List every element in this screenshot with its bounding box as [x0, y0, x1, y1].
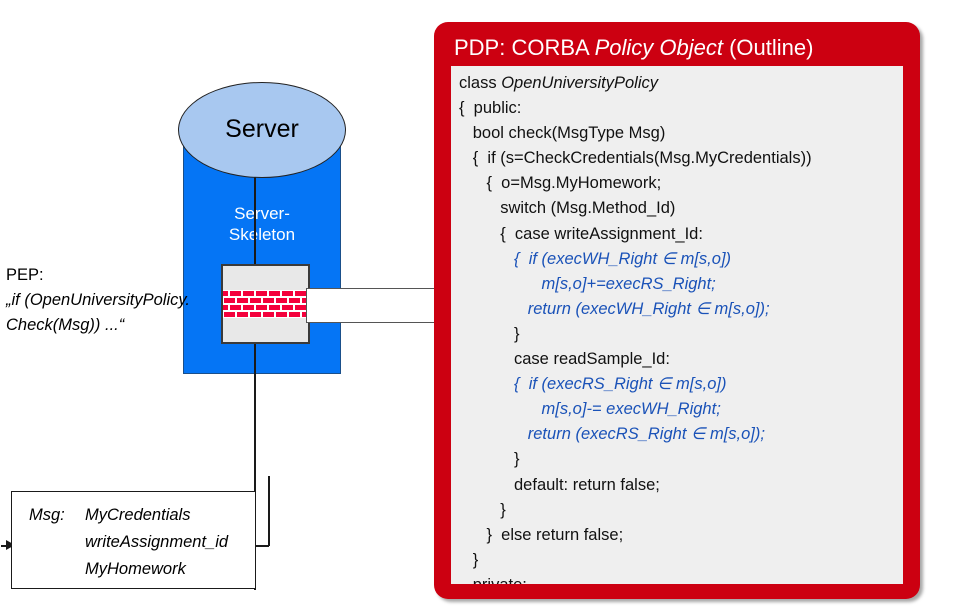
code-line: case readSample_Id:	[459, 350, 670, 369]
msg-value-2: MyHomework	[85, 560, 186, 578]
code-line: { case writeAssignment_Id:	[459, 224, 703, 243]
code-line: private:	[459, 573, 903, 584]
interceptor-box	[221, 264, 310, 344]
pdp-title-prefix: PDP: CORBA	[454, 35, 595, 60]
code-line: }	[459, 500, 506, 519]
msg-box: Msg: MyCredentials writeAssignment_id MyH…	[11, 491, 256, 589]
pep-code-line-1: „if (OpenUniversityPolicy.	[6, 291, 190, 309]
pdp-policy-panel: PDP: CORBA Policy Object (Outline) class…	[434, 22, 920, 599]
server-skeleton-label: Server- Skeleton	[228, 204, 296, 244]
pep-code-line-2: Check(Msg)) ...“	[6, 316, 125, 334]
pdp-title-emphasis: Policy Object	[594, 35, 723, 60]
code-line: default: return false;	[459, 475, 660, 494]
msg-incoming-arrowhead	[6, 540, 15, 550]
code-line: return (execWH_Right ∈ m[s,o]);	[459, 299, 770, 318]
msg-row: MyHomework	[29, 556, 255, 583]
code-line: { if (execRS_Right ∈ m[s,o])	[459, 375, 727, 394]
policy-code-listing: class OpenUniversityPolicy { public: bool…	[451, 66, 903, 584]
code-line: bool check(MsgType Msg)	[459, 124, 666, 143]
code-line: } else return false;	[459, 525, 624, 544]
code-line: { if (execWH_Right ∈ m[s,o])	[459, 249, 732, 268]
server-ellipse: Server	[178, 82, 346, 178]
pdp-panel-title: PDP: CORBA Policy Object (Outline)	[454, 35, 813, 61]
code-line: { if (s=CheckCredentials(Msg.MyCredentia…	[459, 149, 812, 168]
interceptor-edge-left	[221, 288, 223, 320]
code-line: { public:	[459, 99, 522, 118]
code-line: switch (Msg.Method_Id)	[459, 199, 676, 218]
code-line: class OpenUniversityPolicy	[459, 71, 903, 96]
invocation-line-vertical	[254, 166, 256, 590]
pep-heading: PEP:	[6, 266, 44, 284]
pdp-title-suffix: (Outline)	[722, 35, 814, 60]
interceptor-quad-bottom-left	[221, 318, 269, 344]
server-label: Server	[225, 114, 299, 143]
msg-row: writeAssignment_id	[29, 529, 255, 556]
brick-row	[223, 298, 308, 303]
code-line: return (execRS_Right ∈ m[s,o]);	[459, 425, 765, 444]
msg-to-server-riser	[268, 476, 270, 546]
code-line: { o=Msg.MyHomework;	[459, 174, 662, 193]
interceptor-quad-top-right	[267, 264, 310, 290]
pep-annotation: PEP: „if (OpenUniversityPolicy. Check(Ms…	[6, 263, 236, 338]
msg-row: Msg: MyCredentials	[29, 502, 255, 529]
msg-value-0: MyCredentials	[85, 506, 191, 524]
code-line: }	[459, 550, 479, 569]
code-token-italic: OpenUniversityPolicy	[501, 74, 658, 92]
code-line: m[s,o]-= execWH_Right;	[459, 400, 721, 419]
msg-value-1: writeAssignment_id	[85, 533, 229, 551]
brick-row	[223, 305, 308, 310]
code-line: }	[459, 324, 520, 343]
brick-row	[223, 291, 308, 296]
msg-to-server-connector	[256, 545, 269, 547]
brick-wall-icon	[223, 290, 308, 318]
code-line: m[s,o]+=execRS_Right;	[459, 274, 716, 293]
code-line: }	[459, 450, 520, 469]
interceptor-quad-top-left	[221, 264, 269, 290]
code-token-roman: class	[459, 74, 502, 92]
msg-key: Msg:	[29, 506, 65, 524]
interceptor-quad-bottom-right	[267, 318, 310, 344]
brick-row	[223, 312, 308, 317]
